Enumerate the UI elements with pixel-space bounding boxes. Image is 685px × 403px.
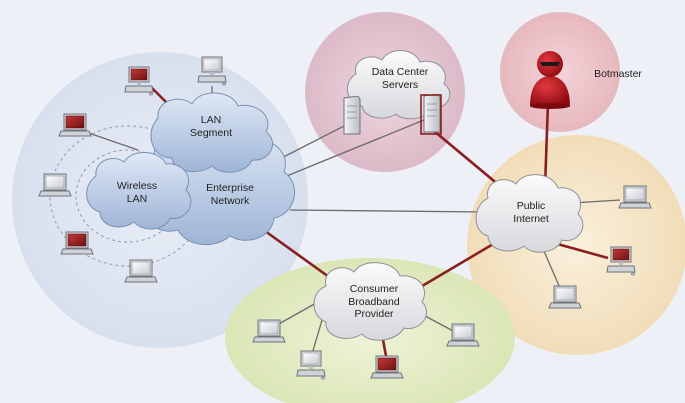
data-center-label-line1: Data Center xyxy=(371,66,429,78)
server-icon xyxy=(423,94,441,133)
laptop-icon xyxy=(58,113,92,137)
wireless-lan-label-line1: Wireless xyxy=(116,180,158,192)
desktop-icon xyxy=(197,56,227,86)
botmaster-label: Botmaster xyxy=(586,68,650,81)
laptop-icon xyxy=(252,319,286,343)
lan-segment-label-line1: LAN xyxy=(200,114,222,126)
public-internet-label-line2: Internet xyxy=(513,212,549,225)
enterprise-network-label-line1: Enterprise xyxy=(206,182,254,194)
desktop-icon xyxy=(124,66,154,96)
laptop-icon xyxy=(124,259,158,283)
laptop-icon xyxy=(370,355,404,379)
lan-segment-label-line2: Segment xyxy=(189,126,233,139)
enterprise-network-label-line2: Network xyxy=(210,194,250,207)
botmaster-icon xyxy=(530,51,570,109)
lan-segment-label: LAN Segment xyxy=(178,114,244,139)
laptop-icon xyxy=(618,185,652,209)
consumer-broadband-label-line2: Broadband xyxy=(348,295,400,308)
public-internet-label: Public Internet xyxy=(498,200,564,225)
laptop-icon xyxy=(548,285,582,309)
wireless-lan-label: Wireless LAN xyxy=(104,180,170,205)
lan-segment-cloud xyxy=(150,92,273,173)
laptop-icon xyxy=(60,231,94,255)
consumer-broadband-label-line3: Provider xyxy=(354,308,394,320)
infected-server-marker xyxy=(420,94,442,135)
data-center-label-line2: Servers xyxy=(381,78,419,91)
desktop-icon xyxy=(296,350,326,380)
wireless-lan-cloud xyxy=(86,152,192,230)
enterprise-network-label: Enterprise Network xyxy=(190,182,270,207)
wireless-lan-label-line2: LAN xyxy=(126,192,148,205)
laptop-icon xyxy=(38,173,72,197)
desktop-icon xyxy=(606,246,636,276)
botmaster-label-text: Botmaster xyxy=(594,68,642,80)
public-internet-label-line1: Public xyxy=(516,200,546,212)
laptop-icon xyxy=(446,323,480,347)
server-icon xyxy=(343,96,361,135)
public-internet-cloud xyxy=(475,174,584,253)
consumer-broadband-cloud xyxy=(313,262,427,341)
consumer-broadband-label-line1: Consumer xyxy=(349,283,399,295)
data-center-label: Data Center Servers xyxy=(360,66,440,91)
consumer-broadband-label: Consumer Broadband Provider xyxy=(334,283,414,321)
